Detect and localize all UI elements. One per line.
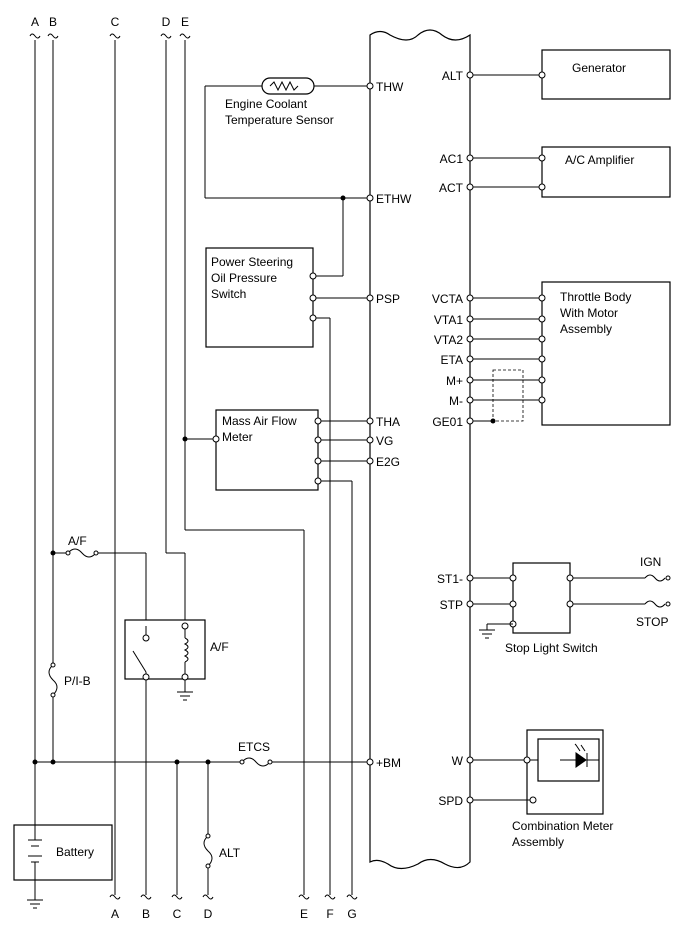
stop-light-switch: Stop Light Switch IGN STOP — [473, 555, 671, 655]
svg-text:P/I-B: P/I-B — [64, 674, 91, 688]
ac-amplifier: A/C Amplifier — [473, 146, 671, 198]
pin-ac1: AC1 — [440, 152, 464, 166]
fuse-alt: ALT — [203, 833, 241, 869]
ect-label-1: Engine Coolant — [225, 97, 308, 111]
svg-text:Meter: Meter — [222, 430, 253, 444]
pin-stp: STP — [440, 598, 463, 612]
col-label-top-b: B — [49, 15, 57, 29]
pin-tha: THA — [376, 415, 400, 429]
maf-meter: Mass Air Flow Meter — [212, 409, 370, 491]
pin-st1: ST1- — [437, 572, 463, 586]
battery-label: Battery — [56, 845, 94, 859]
pin-thw: THW — [376, 80, 404, 94]
pin-ge01: GE01 — [432, 415, 463, 429]
af-relay: A/F — [124, 619, 229, 701]
pin-alt: ALT — [442, 69, 464, 83]
ign-label: IGN — [640, 555, 661, 569]
svg-text:Switch: Switch — [211, 287, 246, 301]
throttle-body: Throttle Body With Motor Assembly — [473, 281, 671, 426]
svg-text:Oil Pressure: Oil Pressure — [211, 271, 277, 285]
break-marks-top — [29, 33, 191, 39]
pin-w: W — [452, 754, 464, 768]
col-label-top-c: C — [111, 15, 120, 29]
col-label-bottom-d: D — [204, 907, 213, 921]
ps-switch: Power Steering Oil Pressure Switch — [205, 247, 370, 348]
battery: Battery — [13, 824, 113, 909]
pin-act: ACT — [439, 181, 464, 195]
combination-meter: Combination Meter Assembly — [473, 729, 613, 849]
pin-vta2: VTA2 — [434, 333, 463, 347]
col-label-bottom-b: B — [142, 907, 150, 921]
ect-sensor: Engine Coolant Temperature Sensor — [204, 77, 370, 277]
col-label-bottom-f: F — [326, 907, 333, 921]
ecm-right-pins — [466, 71, 474, 804]
col-label-bottom-e: E — [300, 907, 308, 921]
svg-text:A/F: A/F — [68, 534, 87, 548]
pin-e2g: E2G — [376, 455, 400, 469]
svg-text:Throttle Body: Throttle Body — [560, 290, 631, 304]
pin-mminus: M- — [449, 394, 463, 408]
pin-eta: ETA — [441, 353, 463, 367]
svg-text:Combination Meter: Combination Meter — [512, 819, 613, 833]
pin-vg: VG — [376, 434, 393, 448]
stop-label: STOP — [636, 615, 668, 629]
junction-dots-left — [32, 436, 211, 765]
af-relay-label: A/F — [210, 640, 229, 654]
generator: Generator — [473, 49, 671, 100]
pin-spd: SPD — [438, 794, 463, 808]
col-label-bottom-a: A — [111, 907, 119, 921]
pin-vcta: VCTA — [432, 292, 463, 306]
col-label-top-d: D — [162, 15, 171, 29]
svg-text:Assembly: Assembly — [560, 322, 612, 336]
fuse-etcs: ETCS — [238, 740, 273, 767]
ect-label-2: Temperature Sensor — [225, 113, 334, 127]
ecm-block — [369, 29, 471, 870]
col-label-bottom-c: C — [173, 907, 182, 921]
pin-vta1: VTA1 — [434, 313, 463, 327]
fuse-pib: P/I-B — [48, 662, 91, 698]
bus-wires — [34, 40, 370, 895]
col-label-top-e: E — [181, 15, 189, 29]
ecm-left-pins — [366, 82, 374, 766]
pin-psp: PSP — [376, 292, 400, 306]
pin-ethw: ETHW — [376, 192, 412, 206]
pin-bm: +BM — [376, 756, 401, 770]
pin-mplus: M+ — [446, 374, 463, 388]
svg-text:Generator: Generator — [572, 61, 626, 75]
svg-text:Mass Air Flow: Mass Air Flow — [222, 414, 297, 428]
break-marks-bottom — [109, 894, 358, 900]
col-label-top-a: A — [31, 15, 39, 29]
svg-text:Stop Light Switch: Stop Light Switch — [505, 641, 598, 655]
fuse-af: A/F — [65, 534, 99, 558]
svg-text:Power Steering: Power Steering — [211, 255, 293, 269]
svg-text:ALT: ALT — [219, 846, 241, 860]
svg-text:ETCS: ETCS — [238, 740, 270, 754]
svg-text:With Motor: With Motor — [560, 306, 618, 320]
svg-text:Assembly: Assembly — [512, 835, 564, 849]
col-label-bottom-g: G — [347, 907, 356, 921]
svg-text:A/C Amplifier: A/C Amplifier — [565, 153, 634, 167]
